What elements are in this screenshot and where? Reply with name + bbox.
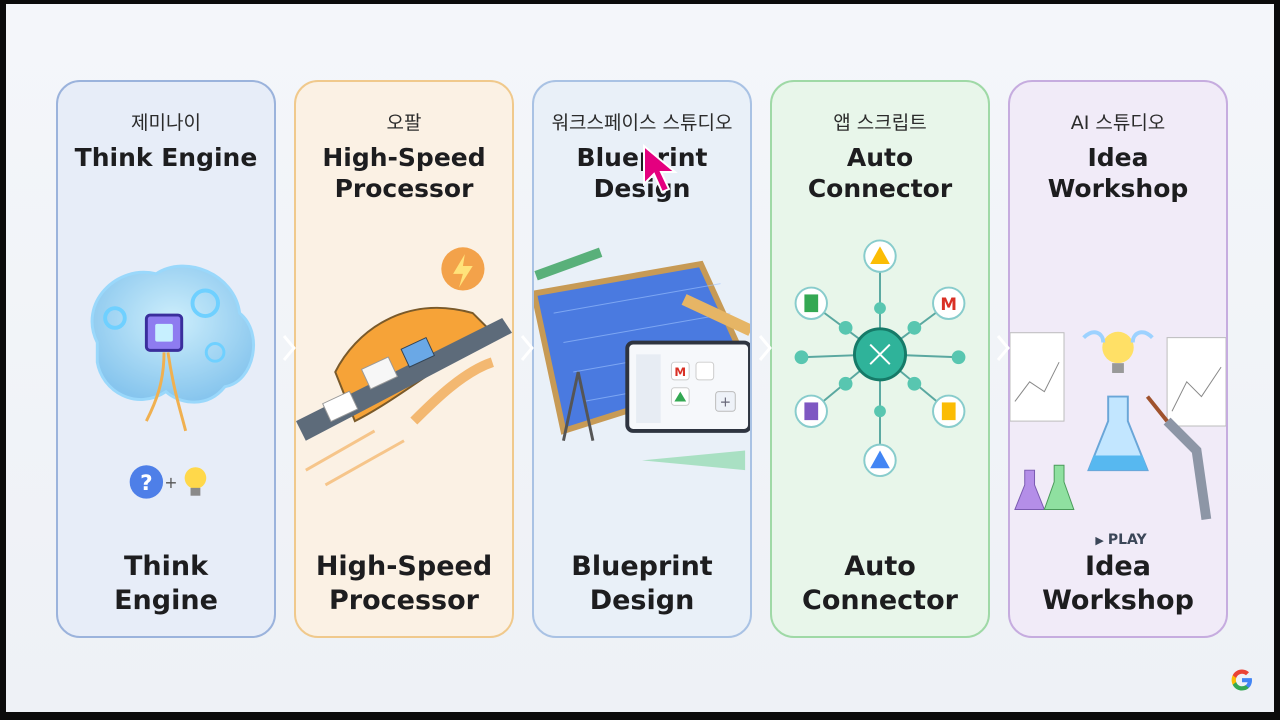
svg-text:+: + <box>720 394 732 410</box>
card-title-line: Processor <box>334 174 474 203</box>
connector-network-icon: M <box>772 222 988 522</box>
card-korean-title: 워크스페이스 스튜디오 <box>551 112 733 134</box>
card-title-line: Think Engine <box>74 143 258 172</box>
chevron-right-icon <box>758 335 772 361</box>
card-think-engine: 제미나이 Think Engine ? <box>56 80 276 638</box>
card-subtitle: Think Engine <box>58 550 274 618</box>
google-g-icon <box>1231 669 1252 691</box>
play-label: PLAY <box>1107 532 1147 548</box>
card-title: Think Engine <box>58 142 274 173</box>
card-idea-workshop: AI 스튜디오 Idea Workshop <box>1008 80 1228 638</box>
card-title: Idea Workshop <box>1010 142 1226 204</box>
chevron-right-icon <box>282 335 296 361</box>
card-subtitle-line: Blueprint <box>571 551 713 582</box>
card-subtitle: Idea Workshop <box>1010 550 1226 618</box>
svg-text:+: + <box>164 473 177 492</box>
brain-chip-icon: ? + <box>58 222 274 522</box>
mouse-cursor-icon <box>643 144 678 194</box>
chevron-right-icon <box>996 335 1010 361</box>
lab-workshop-icon: ▶ PLAY <box>1010 222 1226 548</box>
card-title-line: Blueprint <box>576 143 708 172</box>
card-title-line: Idea <box>1087 143 1149 172</box>
slide: 제미나이 Think Engine ? <box>6 4 1274 712</box>
card-subtitle: High-Speed Processor <box>296 550 512 618</box>
card-korean-title: 오팔 <box>386 112 422 134</box>
svg-text:?: ? <box>140 471 153 496</box>
conveyor-belt-icon <box>296 222 512 522</box>
card-high-speed-processor: 오팔 High-Speed Processor High-Speed Proce… <box>294 80 514 638</box>
card-korean-title: 제미나이 <box>131 112 201 134</box>
play-icon: ▶ <box>1095 533 1104 547</box>
blueprint-tablet-icon: M + <box>534 222 750 522</box>
chevron-right-icon <box>520 335 534 361</box>
card-title-line: Workshop <box>1047 174 1189 203</box>
card-subtitle-line: High-Speed <box>315 551 493 582</box>
card-title-line: High-Speed <box>322 143 486 172</box>
card-title: High-Speed Processor <box>296 142 512 204</box>
card-korean-title: 앱 스크립트 <box>833 112 927 134</box>
card-subtitle: Auto Connector <box>772 550 988 618</box>
card-subtitle-line: Workshop <box>1042 585 1194 616</box>
card-subtitle: Blueprint Design <box>534 550 750 618</box>
card-title: Auto Connector <box>772 142 988 204</box>
card-korean-title: AI 스튜디오 <box>1070 112 1166 134</box>
card-subtitle-line: Design <box>589 585 695 616</box>
card-title-line: Connector <box>807 174 953 203</box>
card-subtitle-line: Auto <box>844 551 916 582</box>
card-title: Blueprint Design <box>534 142 750 204</box>
card-subtitle-line: Think <box>123 551 209 582</box>
card-subtitle-line: Connector <box>802 585 958 616</box>
svg-text:M: M <box>940 295 957 314</box>
play-button[interactable]: ▶ PLAY <box>1092 528 1150 552</box>
card-subtitle-line: Engine <box>114 585 218 616</box>
card-title-line: Design <box>593 174 691 203</box>
card-auto-connector: 앱 스크립트 Auto Connector <box>770 80 990 638</box>
svg-text:M: M <box>674 365 686 379</box>
card-blueprint-design: 워크스페이스 스튜디오 Blueprint Design M <box>532 80 752 638</box>
card-subtitle-line: Processor <box>329 585 479 616</box>
card-subtitle-line: Idea <box>1085 551 1151 582</box>
card-title-line: Auto <box>846 143 914 172</box>
